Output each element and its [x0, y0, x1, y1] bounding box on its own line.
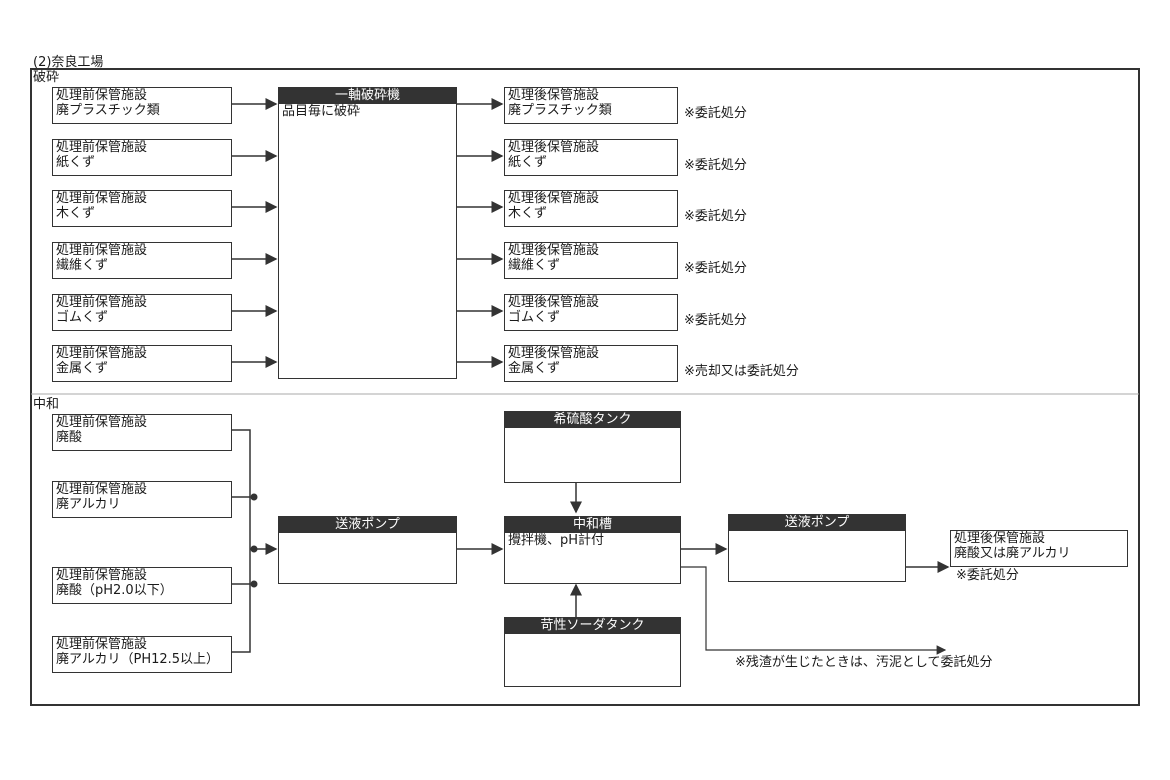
box-line: 処理前保管施設	[56, 88, 148, 103]
box-line: 処理前保管施設	[56, 482, 148, 497]
disposal-note: ※委託処分	[684, 106, 747, 121]
section-label-crushing: 破砕	[33, 70, 60, 85]
box-line: 廃アルカリ	[56, 497, 121, 512]
box-line: 処理前保管施設	[56, 295, 148, 310]
box-line: 金属くず	[508, 361, 561, 376]
pre-storage-box: 処理前保管施設 廃酸	[52, 414, 232, 451]
feed-pump-2: 送液ポンプ	[728, 514, 906, 582]
residue-note: ※残渣が生じたときは、汚泥として委託処分	[735, 655, 993, 670]
box-line: 処理後保管施設	[508, 346, 600, 361]
dilute-sulfuric-acid-tank: 希硫酸タンク	[504, 411, 681, 483]
box-line: 廃酸又は廃アルカリ	[954, 546, 1071, 561]
box-line: 金属くず	[56, 361, 109, 376]
box-line: 処理前保管施設	[56, 637, 148, 652]
pre-storage-box: 処理前保管施設 紙くず	[52, 139, 232, 176]
caustic-soda-tank: 苛性ソーダタンク	[504, 617, 681, 687]
post-storage-box: 処理後保管施設 紙くず	[504, 139, 678, 176]
page-title: (2)奈良工場	[33, 55, 104, 70]
crusher-desc: 品目毎に破砕	[282, 104, 361, 119]
pre-storage-box: 処理前保管施設 廃アルカリ	[52, 481, 232, 518]
box-line: 処理前保管施設	[56, 346, 148, 361]
post-storage-box: 処理後保管施設 金属くず	[504, 345, 678, 382]
section-label-neutralization: 中和	[33, 397, 60, 412]
box-line: 廃プラスチック類	[56, 103, 160, 118]
box-line: 木くず	[508, 206, 548, 221]
box-line: 処理前保管施設	[56, 415, 148, 430]
box-line: 処理後保管施設	[508, 140, 600, 155]
outer-frame	[30, 68, 1140, 706]
pre-storage-box: 処理前保管施設 廃アルカリ（PH12.5以上）	[52, 636, 232, 673]
pre-storage-box: 処理前保管施設 金属くず	[52, 345, 232, 382]
feed-pump-1: 送液ポンプ	[278, 516, 457, 584]
box-line: 処理前保管施設	[56, 191, 148, 206]
box-line: 木くず	[56, 206, 96, 221]
disposal-note: ※委託処分	[684, 209, 747, 224]
neutralization-tank: 中和槽 攪拌機、pH計付	[504, 516, 681, 584]
post-storage-box: 処理後保管施設 木くず	[504, 190, 678, 227]
pre-storage-box: 処理前保管施設 繊維くず	[52, 242, 232, 279]
pump-title: 送液ポンプ	[279, 517, 456, 533]
pre-storage-box: 処理前保管施設 木くず	[52, 190, 232, 227]
post-storage-box: 処理後保管施設 廃酸又は廃アルカリ	[950, 530, 1128, 567]
box-line: 廃アルカリ（PH12.5以上）	[56, 652, 220, 667]
post-storage-box: 処理後保管施設 廃プラスチック類	[504, 87, 678, 124]
box-line: 処理前保管施設	[56, 140, 148, 155]
disposal-note: ※委託処分	[684, 261, 747, 276]
pre-storage-box: 処理前保管施設 廃プラスチック類	[52, 87, 232, 124]
disposal-note: ※委託処分	[684, 158, 747, 173]
box-line: 廃酸	[56, 430, 83, 445]
soda-tank-title: 苛性ソーダタンク	[505, 618, 680, 634]
box-line: 処理前保管施設	[56, 243, 148, 258]
crusher-title: 一軸破砕機	[279, 88, 456, 104]
box-line: 廃プラスチック類	[508, 103, 612, 118]
post-storage-box: 処理後保管施設 繊維くず	[504, 242, 678, 279]
pre-storage-box: 処理前保管施設 ゴムくず	[52, 294, 232, 331]
box-line: 処理後保管施設	[508, 191, 600, 206]
disposal-note: ※委託処分	[956, 568, 1019, 583]
pre-storage-box: 処理前保管施設 廃酸（pH2.0以下）	[52, 567, 232, 604]
box-line: 紙くず	[56, 155, 96, 170]
box-line: ゴムくず	[508, 310, 561, 325]
box-line: 処理後保管施設	[954, 531, 1046, 546]
tank-desc: 攪拌機、pH計付	[508, 533, 605, 548]
tank-title: 中和槽	[505, 517, 680, 533]
box-line: 処理前保管施設	[56, 568, 148, 583]
disposal-note: ※売却又は委託処分	[684, 364, 799, 379]
acid-tank-title: 希硫酸タンク	[505, 412, 680, 428]
box-line: 処理後保管施設	[508, 295, 600, 310]
disposal-note: ※委託処分	[684, 313, 747, 328]
box-line: 処理後保管施設	[508, 88, 600, 103]
box-line: 廃酸（pH2.0以下）	[56, 583, 173, 598]
box-line: 処理後保管施設	[508, 243, 600, 258]
single-shaft-crusher: 一軸破砕機 品目毎に破砕	[278, 87, 457, 379]
box-line: 繊維くず	[508, 258, 561, 273]
post-storage-box: 処理後保管施設 ゴムくず	[504, 294, 678, 331]
pump-title: 送液ポンプ	[729, 515, 905, 531]
box-line: ゴムくず	[56, 310, 109, 325]
box-line: 紙くず	[508, 155, 548, 170]
box-line: 繊維くず	[56, 258, 109, 273]
